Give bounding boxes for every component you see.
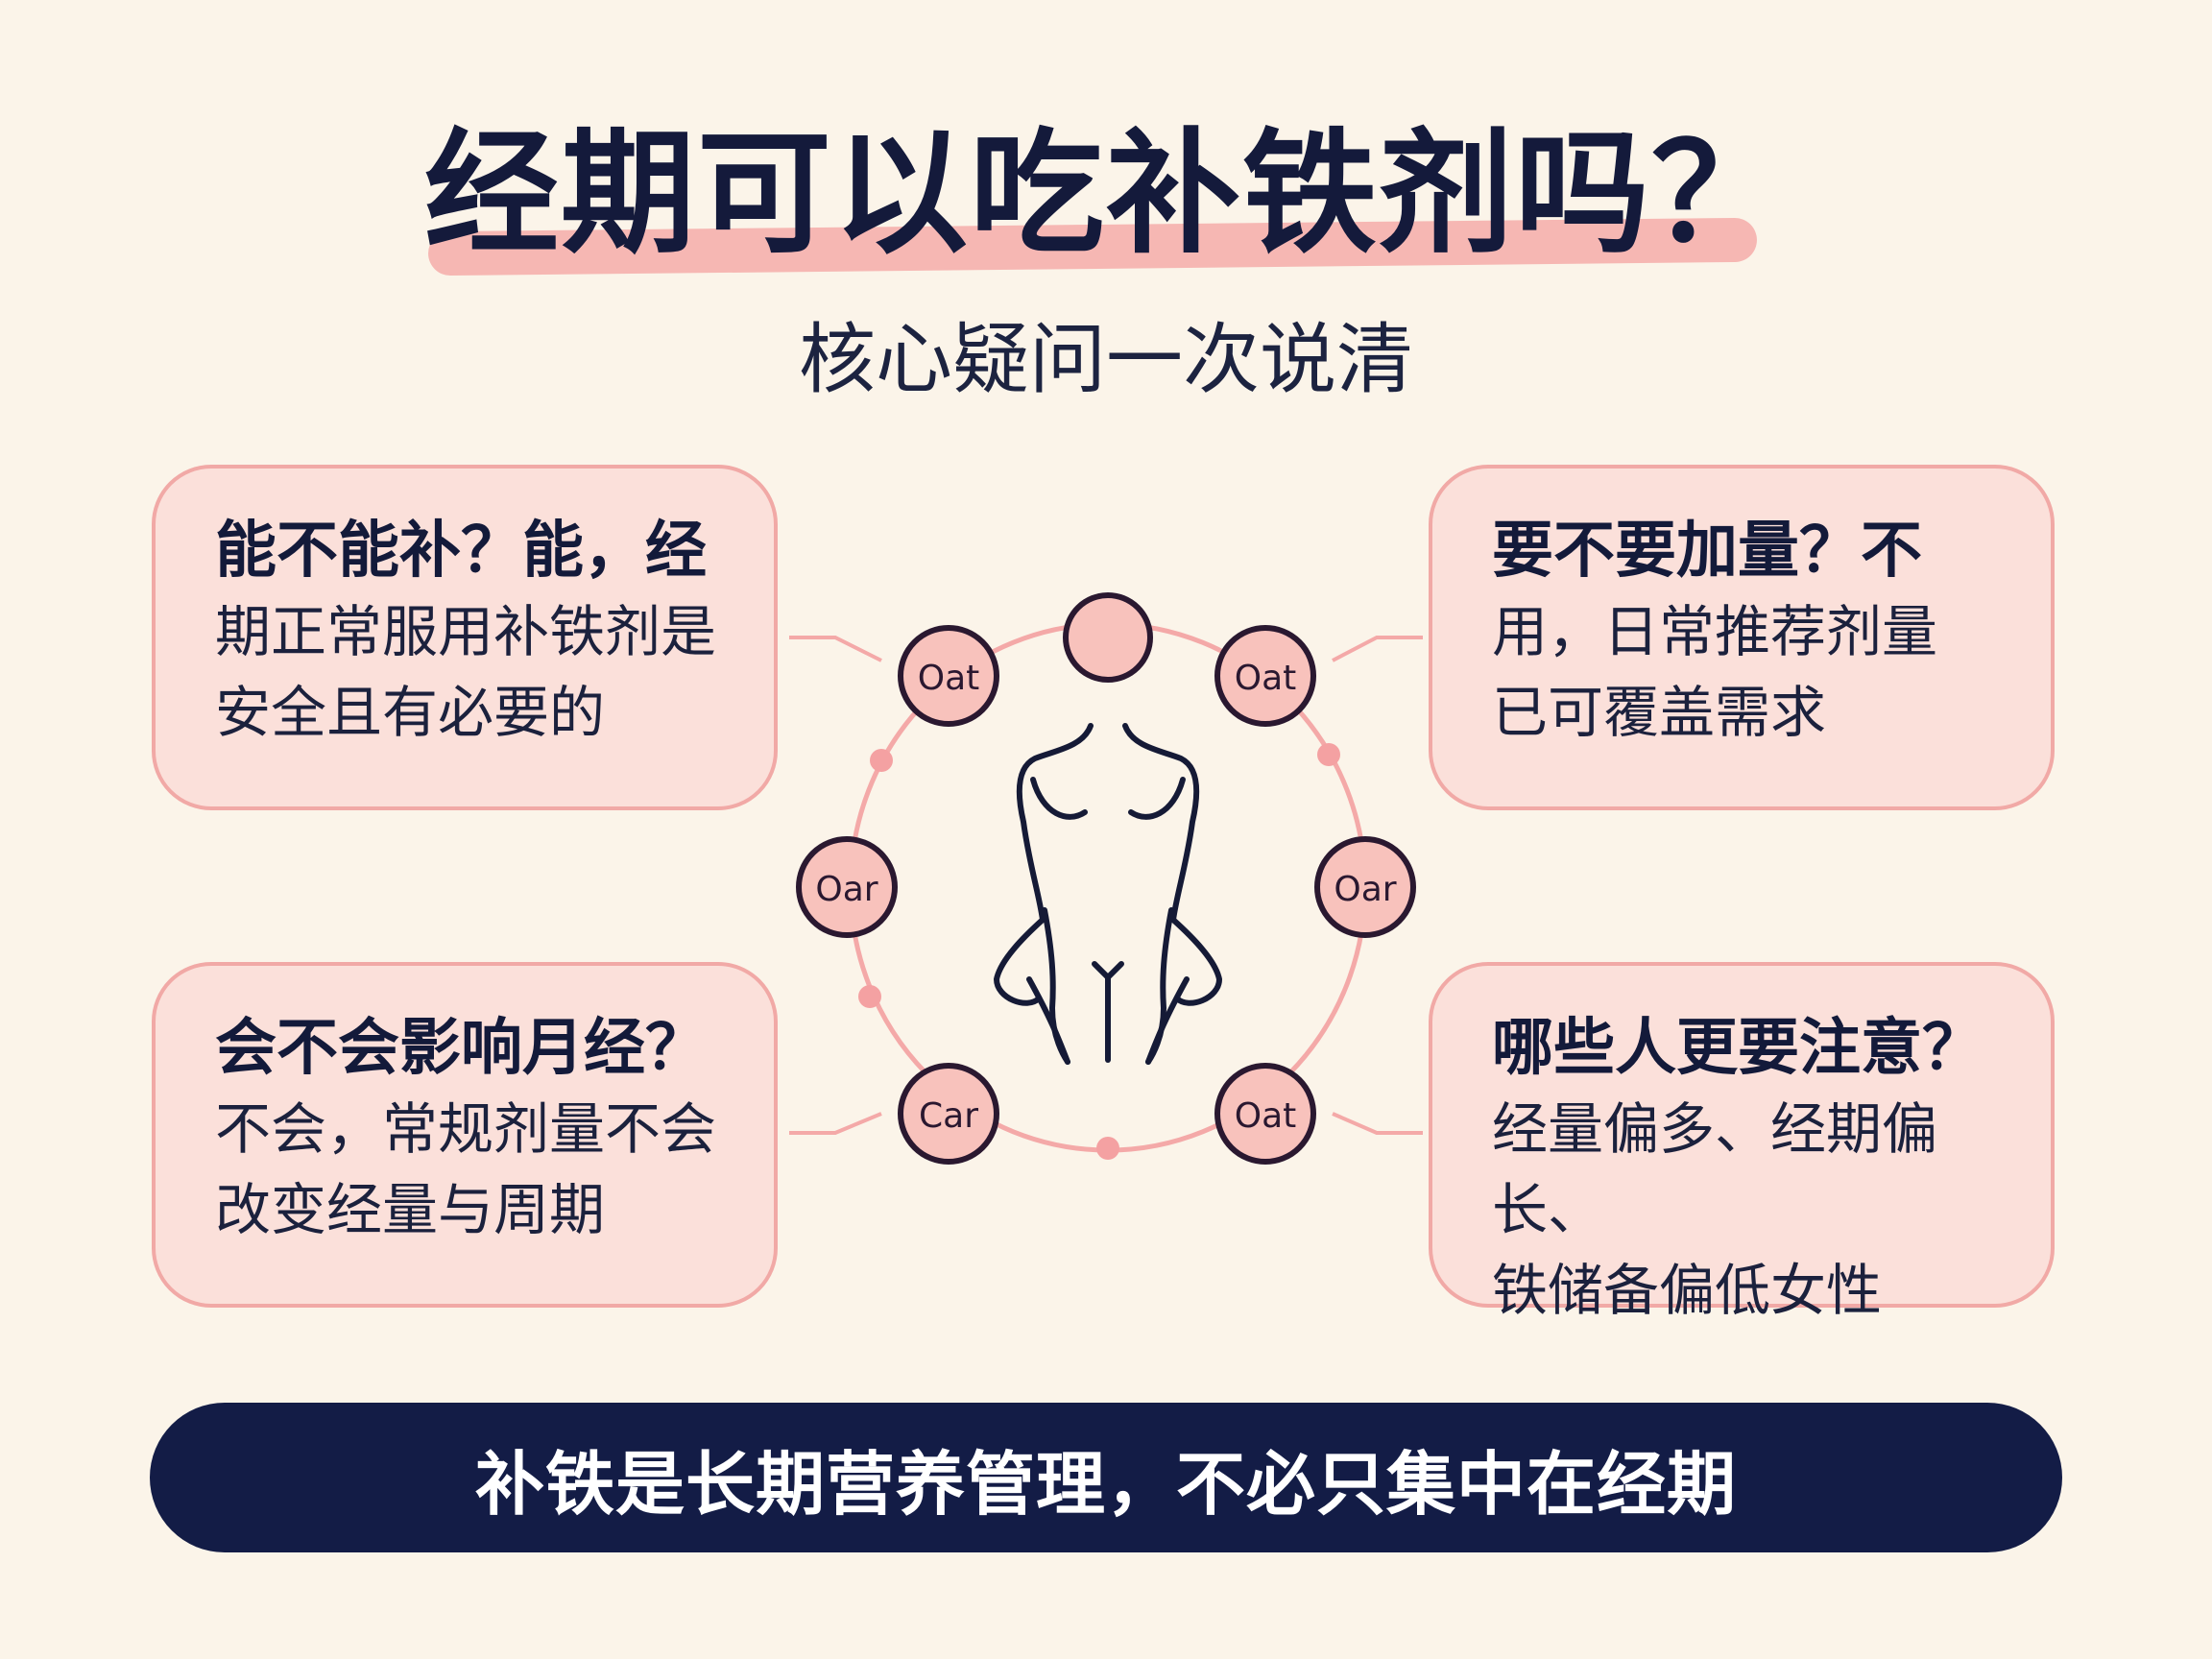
node-top-circle xyxy=(1063,592,1153,683)
title-block: 经期可以吃补铁剂吗？ xyxy=(0,104,2212,305)
connector-line-card-3 xyxy=(789,1112,882,1135)
card-answer-line: 已可覆盖需求 xyxy=(1492,680,1827,745)
node-label: Car xyxy=(919,1096,978,1136)
card-question: 要不要加量？不 xyxy=(1492,516,1922,587)
node-label: Oar xyxy=(815,870,878,909)
card-answer-line: 经量偏多、经期偏长、 xyxy=(1492,1096,1938,1242)
card-answer-line: 铁储备偏低女性 xyxy=(1492,1258,1883,1323)
node-label: Oar xyxy=(1334,870,1396,909)
question-card-affect-period: 会不会影响月经？ 不会，常规剂量不会 改变经量与周期 xyxy=(152,962,778,1308)
card-answer-line: 不会，常规剂量不会 xyxy=(215,1096,717,1162)
ring-dot xyxy=(858,985,881,1008)
node-label: Oat xyxy=(1235,1096,1297,1136)
question-card-increase-dose: 要不要加量？不 用，日常推荐剂量 已可覆盖需求 xyxy=(1429,465,2055,810)
card-question: 会不会影响月经？ xyxy=(215,1013,707,1084)
node-middle-right: Oar xyxy=(1314,836,1416,938)
connector-line-card-2 xyxy=(1332,636,1423,662)
node-upper-right: Oat xyxy=(1214,625,1316,727)
card-question: 哪些人更要注意？ xyxy=(1492,1013,1984,1084)
summary-banner-text: 补铁是长期营养管理，不必只集中在经期 xyxy=(474,1443,1737,1525)
node-middle-left: Oar xyxy=(796,836,898,938)
question-card-who-should-note: 哪些人更要注意？ 经量偏多、经期偏长、 铁储备偏低女性 xyxy=(1429,962,2055,1323)
female-body-outline-icon xyxy=(994,723,1222,1065)
summary-banner: 补铁是长期营养管理，不必只集中在经期 xyxy=(150,1403,2062,1552)
ring-dot xyxy=(1096,1137,1119,1160)
card-question: 能不能补？能，经 xyxy=(215,516,707,587)
ring-dot xyxy=(870,749,893,772)
node-label: Oat xyxy=(918,659,980,698)
connector-line-card-1 xyxy=(789,636,882,662)
card-answer-line: 期正常服用补铁剂是 xyxy=(215,599,717,664)
connector-line-card-4 xyxy=(1332,1112,1423,1135)
card-answer-line: 用，日常推荐剂量 xyxy=(1492,599,1938,664)
card-answer-line: 安全且有必要的 xyxy=(215,680,606,745)
node-upper-left: Oat xyxy=(898,625,999,727)
page-title: 经期可以吃补铁剂吗？ xyxy=(423,116,1788,273)
card-answer-line: 改变经量与周期 xyxy=(215,1177,606,1242)
ring-dot xyxy=(1317,743,1340,766)
node-lower-right: Oat xyxy=(1214,1063,1316,1165)
question-card-can-supplement: 能不能补？能，经 期正常服用补铁剂是 安全且有必要的 xyxy=(152,465,778,810)
node-label: Oat xyxy=(1235,659,1297,698)
node-lower-left: Car xyxy=(898,1063,999,1165)
page-subtitle: 核心疑问一次说清 xyxy=(799,315,1413,404)
